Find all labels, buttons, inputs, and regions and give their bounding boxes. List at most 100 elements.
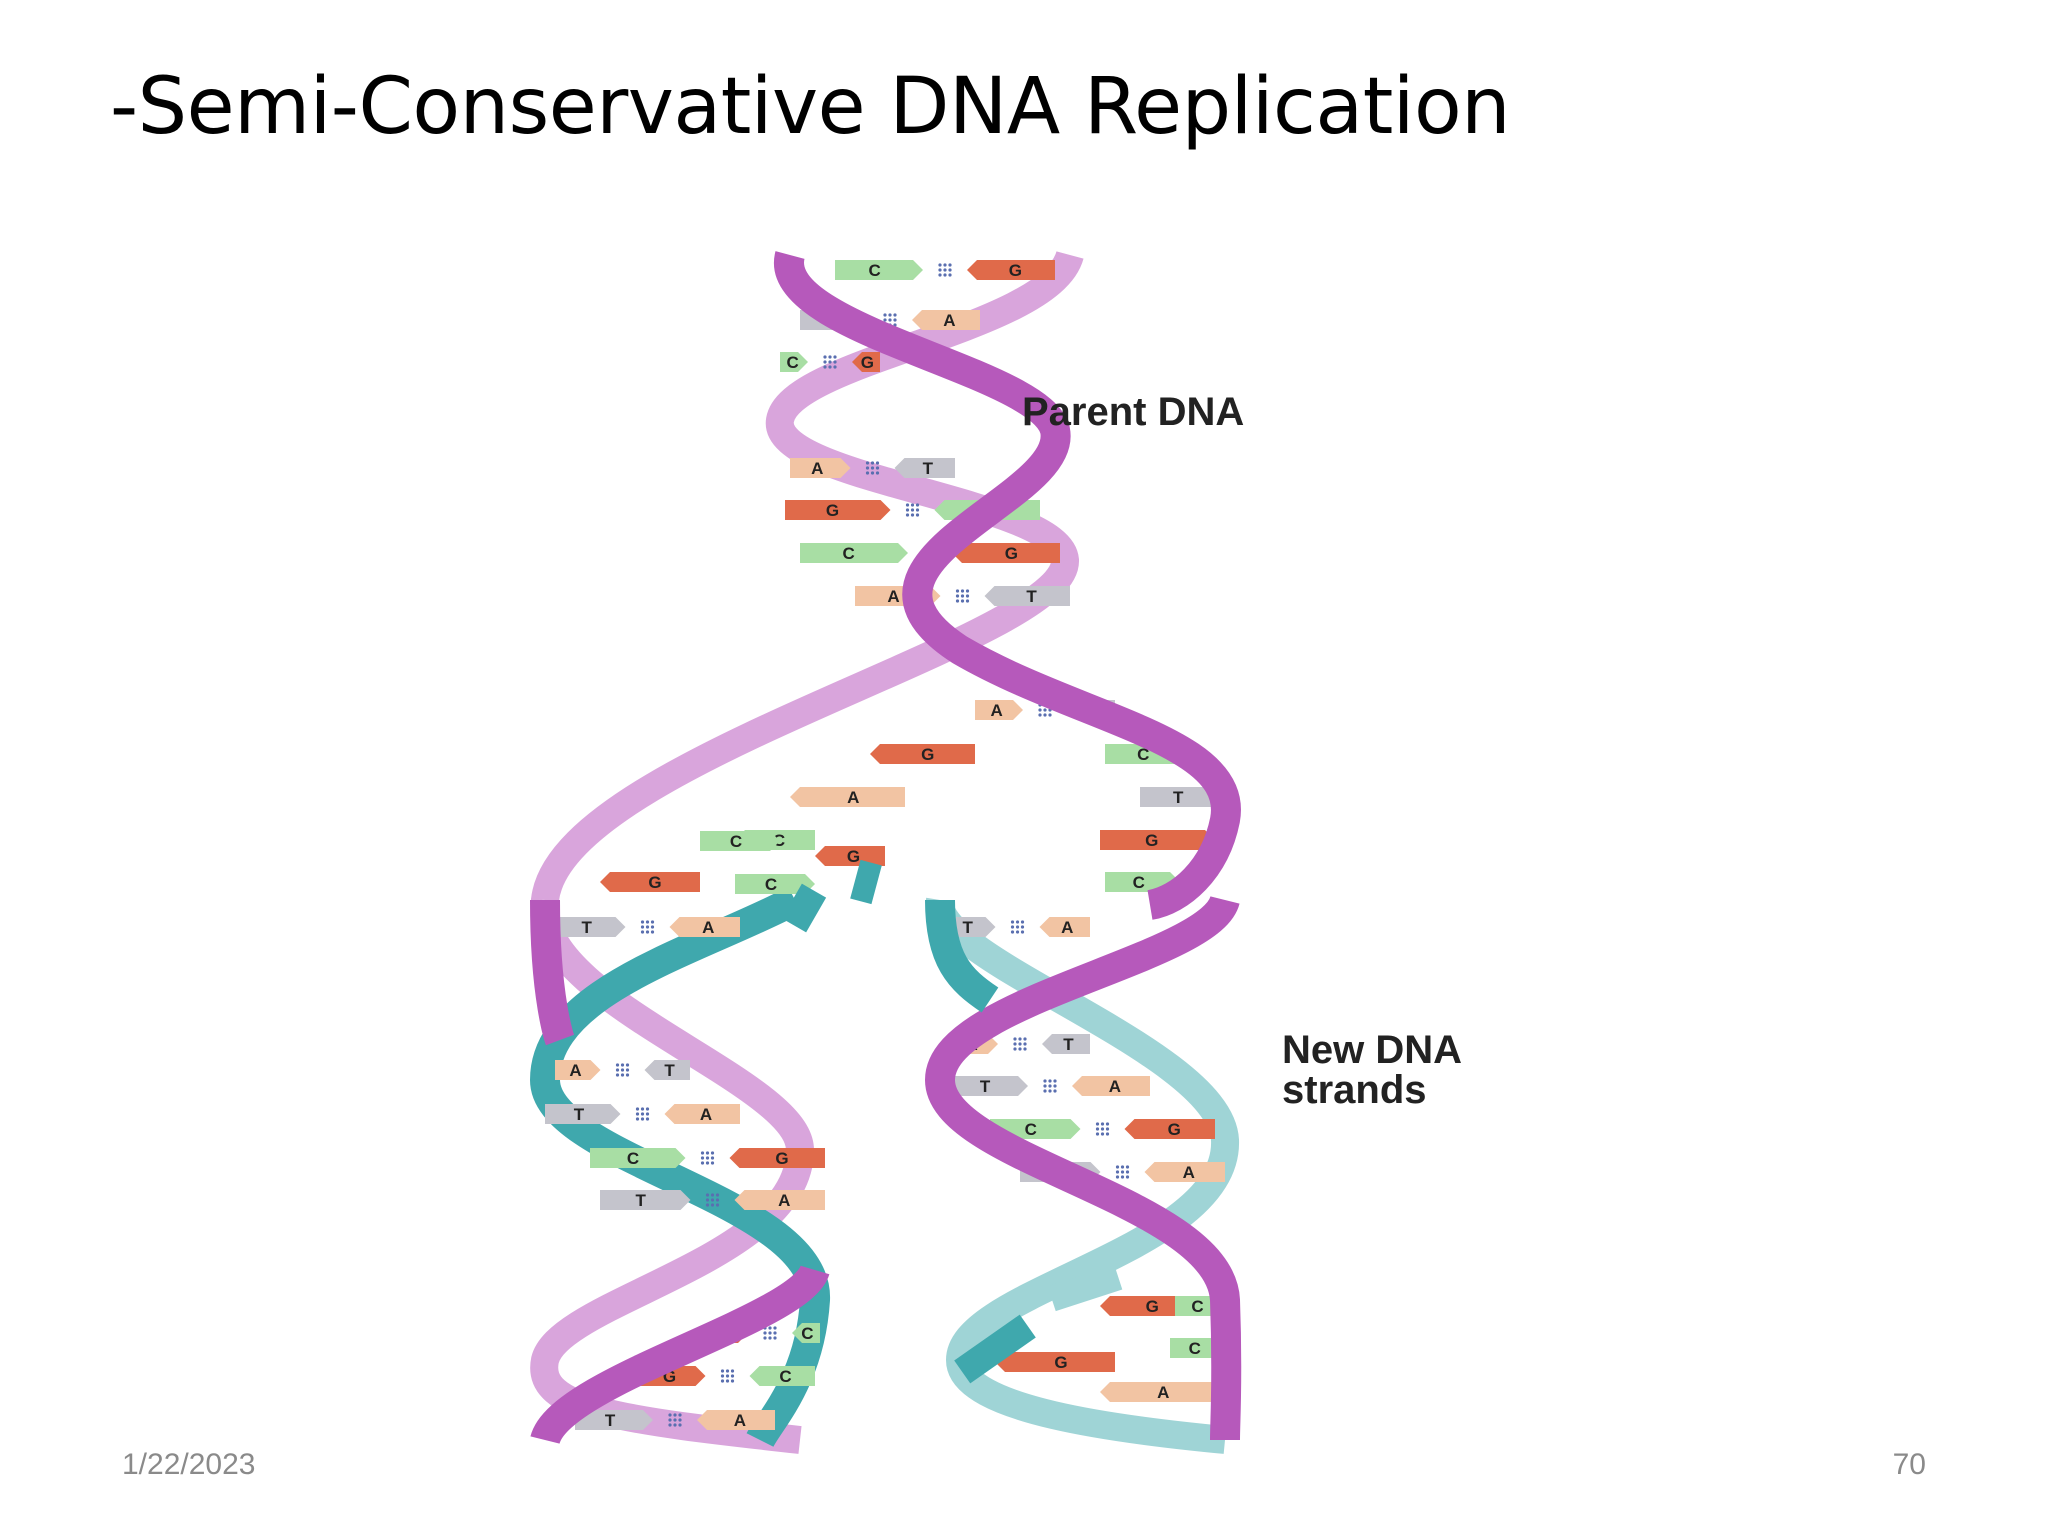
base-right: T — [644, 1060, 690, 1080]
incoming-nucleotide: G — [995, 1352, 1115, 1372]
hydrogen-bond — [700, 1151, 715, 1165]
base-right: C — [792, 1323, 820, 1343]
base-right: G — [952, 543, 1060, 563]
base-left: C — [800, 543, 908, 563]
base-letter: T — [582, 918, 593, 937]
incoming-nucleotide: C — [735, 874, 815, 894]
base-left: T — [555, 917, 626, 937]
base-shape — [894, 458, 955, 478]
base-left: A — [975, 700, 1023, 720]
base-letter: T — [963, 918, 974, 937]
base-right: A — [734, 1190, 825, 1210]
new-strand-fragment — [1047, 1264, 1123, 1312]
base-letter: C — [1137, 745, 1149, 764]
base-letter: G — [826, 501, 839, 520]
base-right: A — [697, 1410, 775, 1430]
base-letter: G — [847, 847, 860, 866]
slide-date: 1/22/2023 — [122, 1448, 256, 1481]
new-dna-strands-label: New DNA strands — [1282, 1030, 1462, 1110]
right-new-strand-front — [925, 899, 999, 1013]
base-right: T — [984, 586, 1070, 606]
base-shape — [669, 917, 740, 937]
base-shape — [950, 1076, 1028, 1096]
base-letter: A — [943, 311, 955, 330]
new-dna-label-line2: strands — [1282, 1068, 1427, 1112]
hydrogen-bond — [640, 920, 655, 934]
base-letter: G — [648, 873, 661, 892]
hydrogen-bond — [720, 1369, 735, 1383]
base-right: T — [894, 458, 955, 478]
base-shape — [575, 1410, 653, 1430]
base-shape — [912, 310, 980, 330]
base-shape — [749, 1366, 815, 1386]
base-letter: A — [702, 918, 714, 937]
base-letter: T — [980, 1077, 991, 1096]
hydrogen-bond — [1010, 920, 1025, 934]
base-letter: G — [921, 745, 934, 764]
base-letter: C — [1189, 1339, 1201, 1358]
base-letter: C — [779, 1367, 791, 1386]
base-right: A — [669, 917, 740, 937]
base-shape — [1100, 1296, 1195, 1316]
base-right: A — [1144, 1162, 1225, 1182]
unpaired-base-right: T — [1140, 787, 1225, 807]
base-letter: T — [923, 459, 934, 478]
incoming-nucleotide: A — [1100, 1382, 1215, 1402]
base-letter: G — [1168, 1120, 1181, 1139]
hydrogen-bond — [905, 503, 920, 517]
base-shape — [790, 787, 905, 807]
base-letter: A — [734, 1411, 746, 1430]
base-left: T — [575, 1410, 653, 1430]
unpaired-base-left: G — [600, 872, 700, 892]
base-letter: T — [636, 1191, 647, 1210]
base-letter: A — [811, 459, 823, 478]
base-letter: T — [1063, 1035, 1074, 1054]
base-shape — [664, 1104, 740, 1124]
new-dna-label-line1: New DNA — [1282, 1028, 1463, 1072]
base-letter: G — [1145, 831, 1158, 850]
base-shape — [644, 1060, 690, 1080]
unpaired-base-left: A — [790, 787, 905, 807]
new-strand-fragment — [954, 1314, 1036, 1384]
base-letter: T — [664, 1061, 675, 1080]
base-letter: A — [990, 701, 1002, 720]
incoming-nucleotide: G — [815, 846, 885, 866]
base-letter: A — [887, 587, 899, 606]
base-shape — [555, 917, 626, 937]
base-shape — [815, 846, 885, 866]
base-letter: T — [1026, 587, 1037, 606]
base-shape — [984, 586, 1070, 606]
base-shape — [975, 700, 1023, 720]
base-letter: G — [1005, 544, 1018, 563]
base-shape — [735, 874, 815, 894]
hydrogen-bond — [635, 1107, 650, 1121]
base-shape — [600, 1190, 691, 1210]
base-shape — [995, 1352, 1115, 1372]
base-letter: G — [1146, 1297, 1159, 1316]
base-letter: T — [1173, 788, 1184, 807]
base-shape — [1042, 1034, 1090, 1054]
base-letter: T — [605, 1411, 616, 1430]
slide-title: -Semi-Conservative DNA Replication — [110, 62, 1511, 152]
base-right: G — [1124, 1119, 1215, 1139]
left-old-strand-front — [530, 899, 575, 1046]
base-shape — [800, 543, 908, 563]
base-shape — [835, 260, 923, 280]
base-right: A — [664, 1104, 740, 1124]
base-right: A — [1039, 917, 1090, 937]
base-right: A — [1072, 1076, 1150, 1096]
hydrogen-bond — [1043, 1079, 1057, 1093]
base-right: G — [967, 260, 1055, 280]
base-letter: C — [786, 353, 798, 372]
slide-page-number: 70 — [1892, 1448, 1926, 1481]
base-letter: C — [1025, 1120, 1037, 1139]
base-shape — [785, 500, 891, 520]
